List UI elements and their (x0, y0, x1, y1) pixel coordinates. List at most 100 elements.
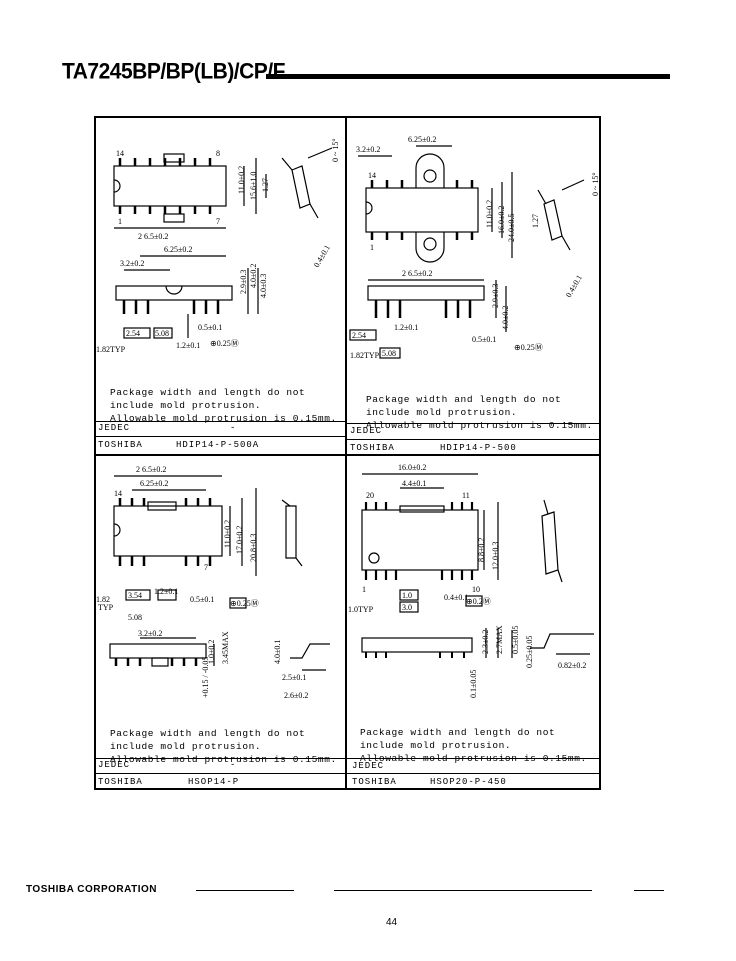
dim-label: 0.25±0.05 (525, 636, 534, 668)
dim-label: 0.4±0.1 (312, 243, 332, 269)
jedec-divider (347, 758, 599, 759)
title-rule (266, 74, 670, 79)
dim-label: TYP (98, 603, 114, 612)
pin-label: 14 (114, 489, 122, 498)
toshiba-label: TOSHIBA (350, 443, 395, 453)
package-drawing-hdip14-500: 6.25±0.2 3.2±0.2 14 1 2 6.5±0.2 2.54 5.0… (349, 135, 600, 360)
dim-label: 2 6.5±0.2 (138, 232, 168, 241)
package-drawing-hsop14: 2 6.5±0.2 6.25±0.2 14 7 1.82 TYP 3.54 5.… (96, 465, 330, 700)
dim-label: 11.0±0.2 (223, 520, 232, 548)
dim-label: 0.5±0.1 (472, 335, 496, 344)
dim-label: 1.0 (402, 591, 412, 600)
dim-label: 1.0±0.2 (207, 640, 216, 664)
pin-label: 1 (118, 217, 122, 226)
note-line: include mold protrusion. (110, 741, 262, 752)
note-line: Package width and length do not (360, 727, 556, 738)
dim-label: 2.54 (352, 331, 366, 340)
dim-label: 11.0±0.2 (485, 200, 494, 228)
note-line: Package width and length do not (366, 394, 562, 405)
dim-label: 6.25±0.2 (408, 135, 436, 144)
dim-label: ⊕0.25Ⓜ (230, 599, 259, 608)
dim-label: 2.3±0.2 (481, 630, 490, 654)
jedec-value: - (230, 423, 237, 433)
dim-label: 0.5±0.1 (190, 595, 214, 604)
toshiba-value: HSOP20-P-450 (430, 777, 507, 787)
jedec-divider (96, 758, 345, 759)
dim-label: 1.82TYP (96, 345, 126, 354)
toshiba-value: HSOP14-P (188, 777, 240, 787)
dim-label: ⊕0.25Ⓜ (514, 343, 543, 352)
footer-rule (634, 890, 664, 891)
dim-label: 15.6±1.0 (249, 172, 258, 200)
pin-label: 11 (462, 491, 470, 500)
dim-label: 4.0±0.2 (501, 306, 510, 330)
toshiba-label: TOSHIBA (98, 440, 143, 450)
dim-label: 1.82 (96, 595, 110, 604)
jedec-divider (347, 423, 599, 424)
dim-label: 0.4±0.1 (444, 593, 468, 602)
jedec-divider (96, 421, 345, 422)
package-drawing-hdip14-500a: 14 8 1 7 2 6.5±0.2 6.25±0.2 3.2±0.2 2.54… (96, 138, 340, 354)
dim-label: 6.25±0.2 (140, 479, 168, 488)
note-line: include mold protrusion. (360, 740, 512, 751)
pin-label: 20 (366, 491, 374, 500)
dim-label: 2.9±0.3 (491, 284, 500, 308)
toshiba-value: HDIP14-P-500A (176, 440, 260, 450)
footer-brand: TOSHIBA CORPORATION (26, 884, 157, 895)
toshiba-divider (347, 439, 599, 440)
dim-label: 0.5±0.05 (511, 626, 520, 654)
dim-label: 2.54 (126, 329, 140, 338)
toshiba-divider (96, 436, 345, 437)
dim-label: 5.08 (155, 329, 169, 338)
dim-label: 4.0±0.1 (273, 640, 282, 664)
pin-label: 14 (368, 171, 376, 180)
page-number: 44 (386, 917, 398, 928)
dim-label: ⊕0.2Ⓜ (466, 597, 491, 606)
dim-label: 0.5±0.1 (198, 323, 222, 332)
jedec-label: JEDEC (98, 760, 131, 770)
toshiba-label: TOSHIBA (352, 777, 397, 787)
dim-label: 16.0±0.2 (497, 206, 506, 234)
pin-label: 14 (116, 149, 124, 158)
package-note: Package width and length do not include m… (110, 714, 337, 779)
dim-label: 4.4±0.1 (402, 479, 426, 488)
note-line: Package width and length do not (110, 387, 306, 398)
package-drawing-hsop20-450: 16.0±0.2 4.4±0.1 20 11 1 10 1.0TYP 1.0 3… (348, 463, 594, 698)
dim-label: 1.82TYP (350, 351, 380, 360)
dim-label: 2.7MAX (495, 625, 504, 654)
dim-label: 17.0±0.2 (235, 526, 244, 554)
dim-label: 4.0±0.2 (249, 264, 258, 288)
dim-label: 0.4±0.1 (564, 273, 584, 299)
dim-label: 3.54 (128, 591, 142, 600)
dim-label: 16.0±0.2 (398, 463, 426, 472)
pin-label: 7 (204, 563, 208, 572)
note-line: Allowable mold protrusion is 0.15mm. (366, 420, 593, 431)
note-line: Allowable mold protrusion is 0.15mm. (110, 754, 337, 765)
pin-label: 7 (216, 217, 220, 226)
dim-label: 2.9±0.3 (239, 270, 248, 294)
dim-label: 11.0±0.2 (237, 166, 246, 194)
toshiba-divider (347, 773, 599, 774)
pin-label: 10 (472, 585, 480, 594)
dim-label: +0.15 / -0.05 (201, 657, 210, 698)
dim-label: 1.27 (531, 214, 540, 228)
dim-label: ⊕0.25Ⓜ (210, 339, 239, 348)
dim-label: 0.1±0.05 (469, 670, 478, 698)
dim-label: 20.8±0.3 (249, 534, 258, 562)
note-line: include mold protrusion. (110, 400, 262, 411)
dim-label: 0 ~ 15° (331, 138, 340, 162)
toshiba-divider (96, 773, 345, 774)
dim-label: 8.8±0.2 (477, 538, 486, 562)
dim-label: 1.0TYP (348, 605, 374, 614)
dim-label: 1.2±0.1 (394, 323, 418, 332)
dim-label: 0.82±0.2 (558, 661, 586, 670)
dim-label: 1.27 (261, 178, 270, 192)
package-note: Package width and length do not include m… (110, 373, 337, 438)
dim-label: 2.5±0.1 (282, 673, 306, 682)
pin-label: 8 (216, 149, 220, 158)
toshiba-label: TOSHIBA (98, 777, 143, 787)
frame-horizontal-divider (94, 454, 601, 456)
note-line: Package width and length do not (110, 728, 306, 739)
jedec-value: - (230, 760, 237, 770)
